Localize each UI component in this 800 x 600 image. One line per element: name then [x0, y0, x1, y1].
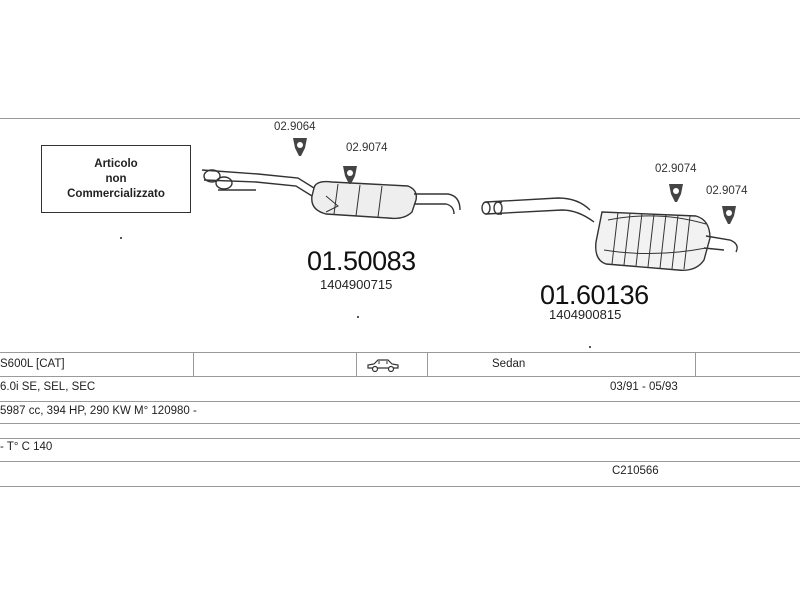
rear-part-number[interactable]: 01.60136 — [540, 280, 649, 310]
rubber-hanger-icon[interactable] — [667, 182, 685, 204]
col-divider-3 — [427, 352, 428, 376]
front-oem-number: 1404900715 — [320, 277, 393, 292]
reference-code: C210566 — [612, 465, 659, 477]
hanger-code[interactable]: 02.9074 — [346, 142, 388, 154]
top-divider — [0, 118, 800, 119]
vehicle-model: S600L [CAT] — [0, 358, 65, 370]
col-divider-1 — [193, 352, 194, 376]
stray-mark — [589, 346, 591, 348]
sedan-car-icon — [366, 357, 400, 378]
production-years: 03/91 - 05/93 — [610, 381, 678, 393]
notice-line-1: Articolo — [94, 157, 138, 170]
front-part-number[interactable]: 01.50083 — [307, 246, 416, 276]
hanger-code[interactable]: 02.9074 — [706, 185, 748, 197]
notice-line-3: Commercializzato — [67, 187, 165, 200]
row-divider-7 — [0, 486, 800, 487]
chassis-type: - T° C 140 — [0, 441, 53, 453]
rubber-hanger-icon[interactable] — [291, 136, 309, 158]
row-divider-6 — [0, 461, 800, 462]
stray-mark — [120, 237, 122, 239]
rubber-hanger-icon[interactable] — [720, 204, 738, 226]
notice-line-2: non — [105, 172, 127, 185]
row-divider-4 — [0, 423, 800, 424]
col-divider-4 — [695, 352, 696, 376]
row-divider-5 — [0, 438, 800, 439]
body-type: Sedan — [492, 358, 526, 370]
not-available-notice: Articolo non Commercializzato — [41, 145, 191, 213]
row-divider-1 — [0, 352, 800, 353]
stray-mark — [357, 316, 359, 318]
row-divider-3 — [0, 401, 800, 402]
front-silencer-drawing[interactable] — [198, 150, 468, 230]
rear-oem-number: 1404900815 — [549, 307, 622, 322]
row-divider-2 — [0, 376, 800, 377]
col-divider-2 — [356, 352, 357, 376]
engine-variants: 6.0i SE, SEL, SEC — [0, 381, 96, 393]
rubber-hanger-icon[interactable] — [341, 164, 359, 186]
rear-silencer-drawing[interactable] — [478, 190, 748, 280]
engine-specs: 5987 cc, 394 HP, 290 KW M° 120980 - — [0, 405, 197, 417]
hanger-code[interactable]: 02.9074 — [655, 163, 697, 175]
hanger-code[interactable]: 02.9064 — [274, 121, 316, 133]
